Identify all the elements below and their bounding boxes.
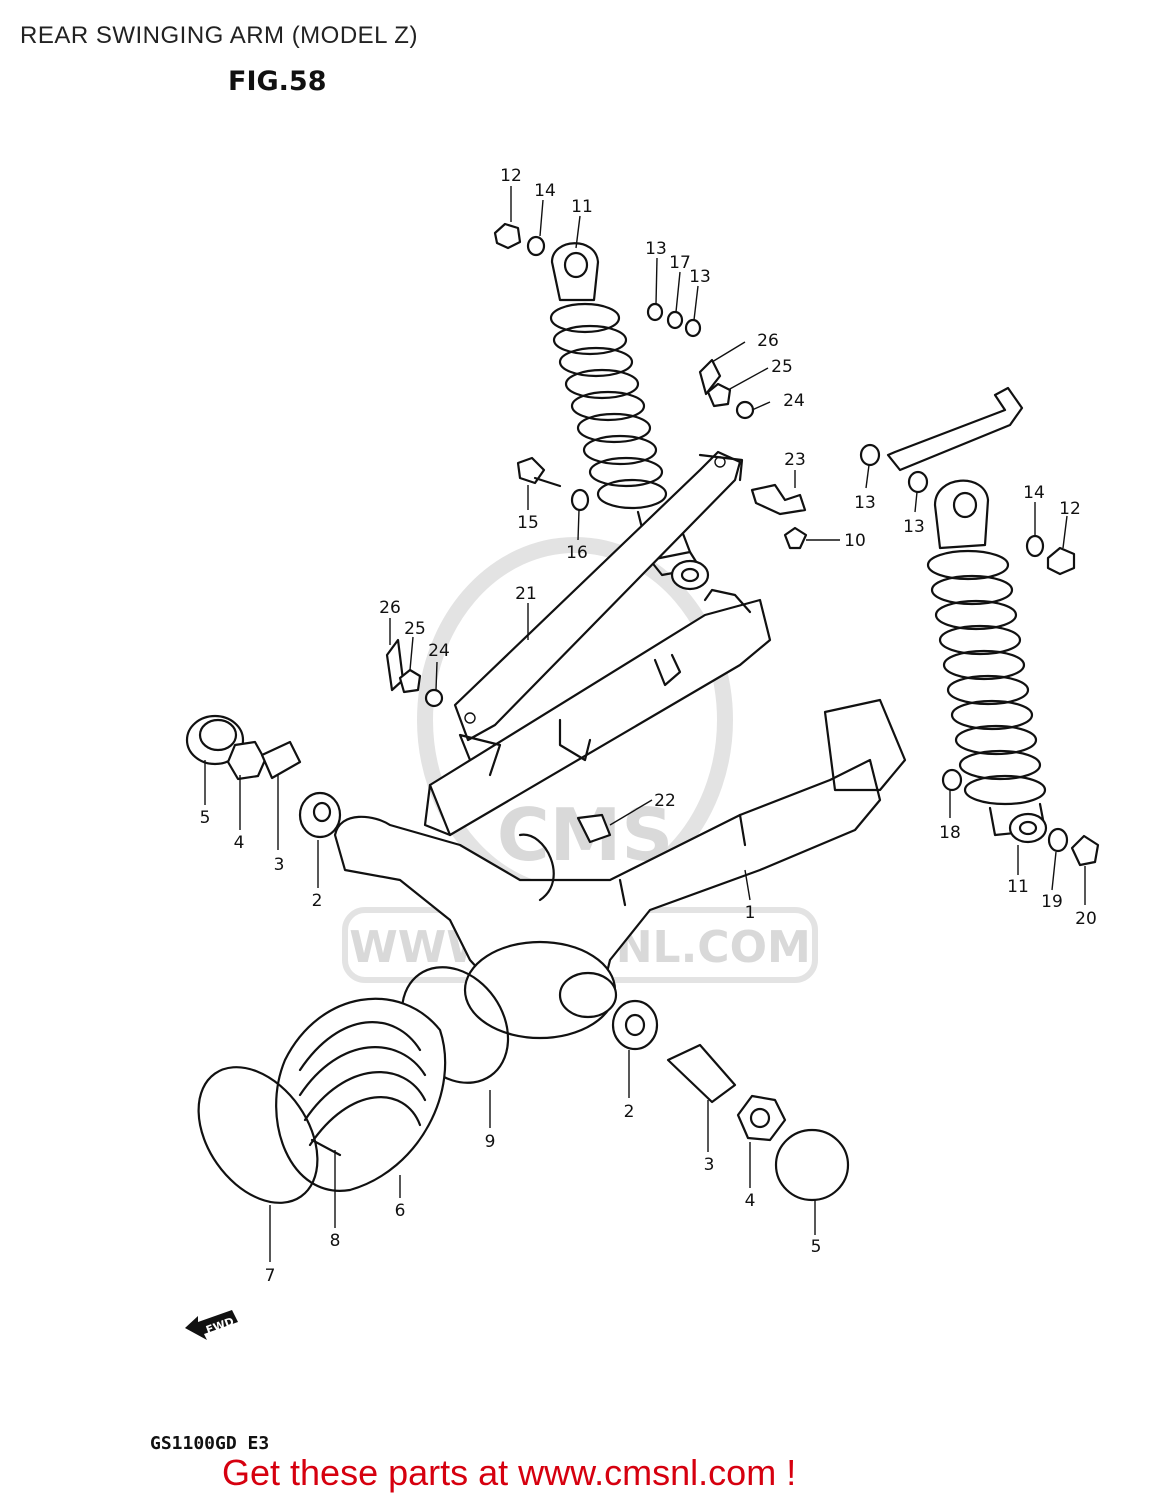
callout-2: 2 (312, 891, 323, 911)
callout-15: 15 (517, 513, 539, 533)
callout-6: 6 (395, 1201, 406, 1221)
rear-shock-right (926, 479, 1048, 844)
bracket-rod (886, 386, 1024, 472)
cta-link[interactable]: Get these parts at www.cmsnl.com ! (222, 1452, 797, 1493)
callout-18: 18 (939, 823, 961, 843)
callout-5: 5 (200, 808, 211, 828)
callout-3: 3 (274, 855, 285, 875)
callout-labels: 12 14 11 13 17 13 26 25 24 23 10 15 16 2… (200, 166, 1097, 1286)
callout-26: 26 (757, 331, 779, 351)
callout-10: 10 (844, 531, 866, 551)
callout-13: 13 (903, 517, 925, 537)
forward-arrow-icon: FWD (185, 1310, 238, 1340)
forward-badge-text: FWD (204, 1315, 235, 1337)
cross-tube (423, 588, 772, 837)
rear-shock-left (549, 242, 710, 591)
callout-19: 19 (1041, 892, 1063, 912)
callout-1: 1 (745, 903, 756, 923)
callout-8: 8 (330, 1231, 341, 1251)
callout-2: 2 (624, 1102, 635, 1122)
callout-12: 12 (1059, 499, 1081, 519)
callout-13: 13 (854, 493, 876, 513)
callout-25: 25 (771, 357, 793, 377)
callout-24: 24 (783, 391, 805, 411)
callout-25: 25 (404, 619, 426, 639)
leader-lines (204, 186, 1086, 1262)
callout-13: 13 (645, 239, 667, 259)
callout-4: 4 (234, 833, 245, 853)
callout-21: 21 (515, 584, 537, 604)
callout-20: 20 (1075, 909, 1097, 929)
callout-14: 14 (1023, 483, 1045, 503)
callout-24: 24 (428, 641, 450, 661)
callout-16: 16 (566, 543, 588, 563)
callout-7: 7 (265, 1266, 276, 1286)
callout-9: 9 (485, 1132, 496, 1152)
callout-23: 23 (784, 450, 806, 470)
diagram-title: REAR SWINGING ARM (MODEL Z) (20, 22, 418, 49)
callout-5: 5 (811, 1237, 822, 1257)
callout-14: 14 (534, 181, 556, 201)
figure-number: FIG.58 (228, 66, 327, 97)
model-code: GS1100GD E3 (150, 1433, 270, 1454)
callout-4: 4 (745, 1191, 756, 1211)
callout-3: 3 (704, 1155, 715, 1175)
callout-11: 11 (571, 197, 593, 217)
left-pivot-parts (185, 714, 342, 839)
fasteners (385, 222, 1100, 867)
callout-11: 11 (1007, 877, 1029, 897)
callout-17: 17 (669, 253, 691, 273)
right-pivot-parts (611, 999, 850, 1202)
callout-22: 22 (654, 791, 676, 811)
callout-12: 12 (500, 166, 522, 186)
callout-26: 26 (379, 598, 401, 618)
callout-13: 13 (689, 267, 711, 287)
drive-boot (197, 966, 510, 1204)
